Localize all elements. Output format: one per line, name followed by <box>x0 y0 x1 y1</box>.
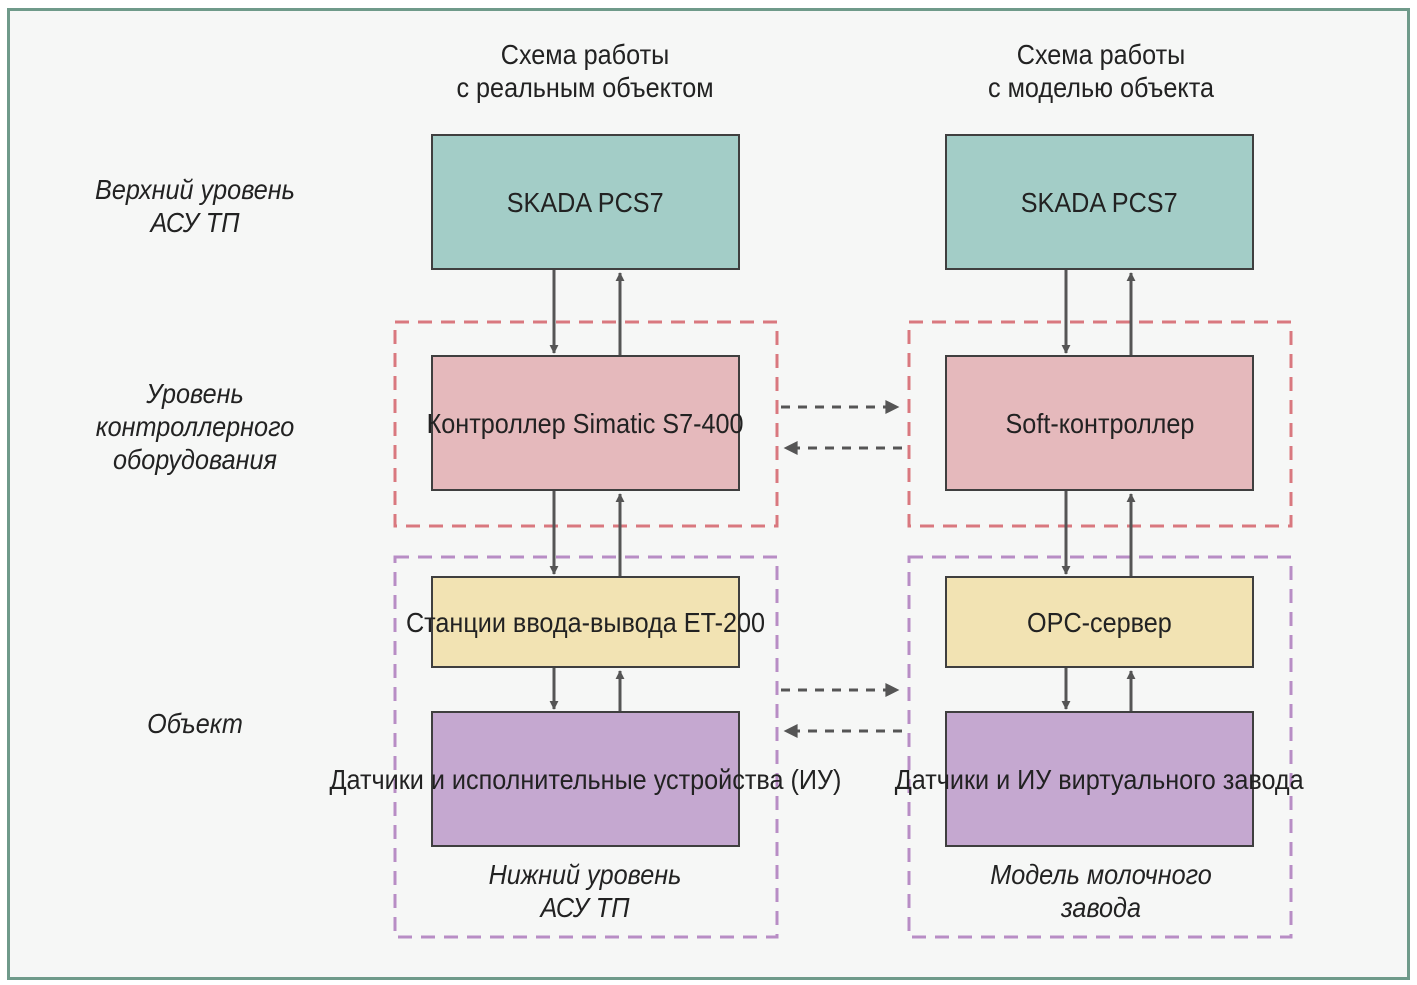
model-plant-label: Модель молочного завода <box>990 859 1212 923</box>
real-controller-group <box>393 320 779 528</box>
model-opc-label: OPC-сервер <box>1027 606 1172 638</box>
real-devices-box: Датчики и исполнительные устройства (ИУ) <box>330 711 841 847</box>
model-column-title: Схема работы с моделью объекта <box>988 39 1214 103</box>
model-object-group <box>907 555 1293 939</box>
model-scada-box: SKADA PCS7 <box>945 134 1254 270</box>
real-lower-level-label: Нижний уровень АСУ ТП <box>488 859 682 923</box>
model-controller-box: Soft-контроллер <box>945 355 1254 491</box>
model-scada-label: SKADA PCS7 <box>1021 186 1178 218</box>
level-controller-label: Уровень контроллерного оборудования <box>95 378 295 475</box>
model-opc-box: OPC-сервер <box>945 576 1254 668</box>
model-devices-box: Датчики и ИУ виртуального завода <box>895 711 1304 847</box>
level-object-label: Объект <box>147 708 243 739</box>
real-io-label: Станции ввода-вывода ET-200 <box>405 606 766 638</box>
model-controller-group <box>907 320 1293 528</box>
real-controller-label: Контроллер Simatic S7-400 <box>427 407 744 439</box>
real-devices-label: Датчики и исполнительные устройства (ИУ) <box>329 763 842 795</box>
real-scada-box: SKADA PCS7 <box>431 134 740 270</box>
real-object-group <box>393 555 779 939</box>
real-controller-box: Контроллер Simatic S7-400 <box>427 355 744 491</box>
real-column-title: Схема работы с реальным объектом <box>456 39 714 103</box>
level-upper-label: Верхний уровень АСУ ТП <box>95 174 295 238</box>
model-controller-label: Soft-контроллер <box>1005 407 1194 439</box>
real-scada-label: SKADA PCS7 <box>507 186 664 218</box>
real-io-box: Станции ввода-вывода ET-200 <box>406 576 765 668</box>
model-devices-label: Датчики и ИУ виртуального завода <box>895 763 1304 795</box>
